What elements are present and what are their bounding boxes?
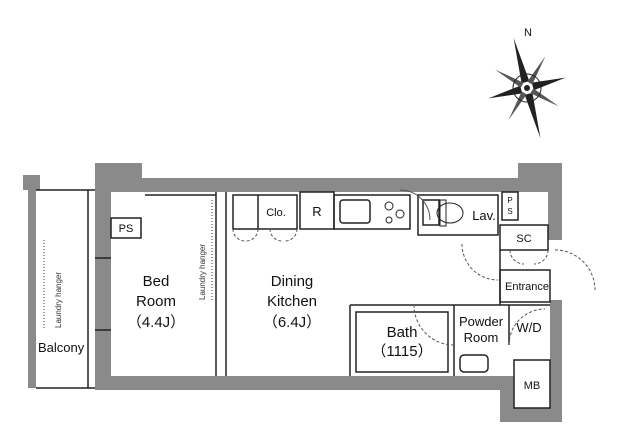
compass-rose-icon [488, 37, 566, 139]
laundry-hanger-lines [43, 200, 213, 330]
bedroom-name-line2: Room [136, 293, 176, 310]
laundry-hanger-bedroom-label: Laundry hanger [198, 244, 207, 300]
ps-right-label-bottom: S [507, 207, 512, 216]
powder-room-line1: Powder [459, 314, 504, 329]
ps-left-label: PS [119, 223, 134, 235]
door-swings [232, 189, 596, 346]
compass-north-label: N [524, 27, 532, 39]
laundry-hanger-balcony-label: Laundry hanger [54, 272, 63, 328]
interior-walls [36, 189, 551, 409]
dining-name-line2: Kitchen [267, 293, 317, 310]
bath-label: Bath [387, 324, 418, 341]
shoe-cabinet-label: SC [516, 233, 531, 245]
refrigerator-label: R [312, 204, 321, 219]
meter-box-label: MB [524, 380, 541, 392]
balcony-label: Balcony [38, 340, 85, 355]
bath-size: （1115） [371, 343, 432, 360]
toilet-icon [436, 199, 464, 227]
dining-size: （6.4J） [263, 314, 321, 331]
walls [23, 163, 562, 422]
washer-dryer-label: W/D [516, 320, 541, 335]
bedroom-size: （4.4J） [127, 314, 185, 331]
lavatory-label: Lav. [472, 208, 496, 223]
powder-room-line2: Room [464, 330, 499, 345]
stove-icon [384, 201, 405, 224]
entrance-label: Entrance [505, 281, 549, 293]
ps-right-label-top: P [507, 196, 512, 205]
dining-name-line1: Dining [271, 273, 314, 290]
bedroom-name-line1: Bed [143, 273, 170, 290]
closet-label: Clo. [266, 207, 286, 219]
